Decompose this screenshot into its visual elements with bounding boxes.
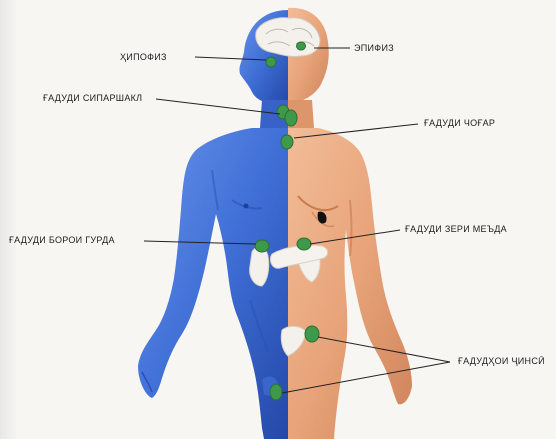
male-half	[138, 10, 288, 439]
adrenal-gland-right	[297, 238, 311, 250]
adrenal-gland-left	[255, 240, 269, 252]
label-pancreas: ҒАДУДИ ЗЕРИ МЕЪДА	[405, 224, 507, 234]
label-gonads: ҒАДУДҲОИ ҶИНСӢ	[458, 356, 545, 366]
label-hypophysis: ҲИПОФИЗ	[120, 52, 167, 62]
label-thyroid: ҒАДУДИ ЧОҒАР	[424, 118, 495, 128]
female-half	[288, 8, 412, 439]
label-adrenal: ҒАДУДИ БОРОИ ГУРДА	[9, 235, 115, 245]
parathyroid-gland-2	[285, 110, 297, 126]
epiphysis-gland	[297, 42, 306, 50]
ovary-gland	[305, 326, 319, 342]
label-epiphysis: ЭПИФИЗ	[354, 43, 394, 53]
label-parathyroid: ҒАДУДИ СИПАРШАКЛ	[43, 93, 142, 103]
thyroid-gland	[281, 135, 293, 149]
hypophysis-gland	[266, 57, 276, 67]
brain	[256, 18, 320, 57]
left-kidney	[250, 247, 269, 286]
testis-gland	[270, 384, 282, 400]
